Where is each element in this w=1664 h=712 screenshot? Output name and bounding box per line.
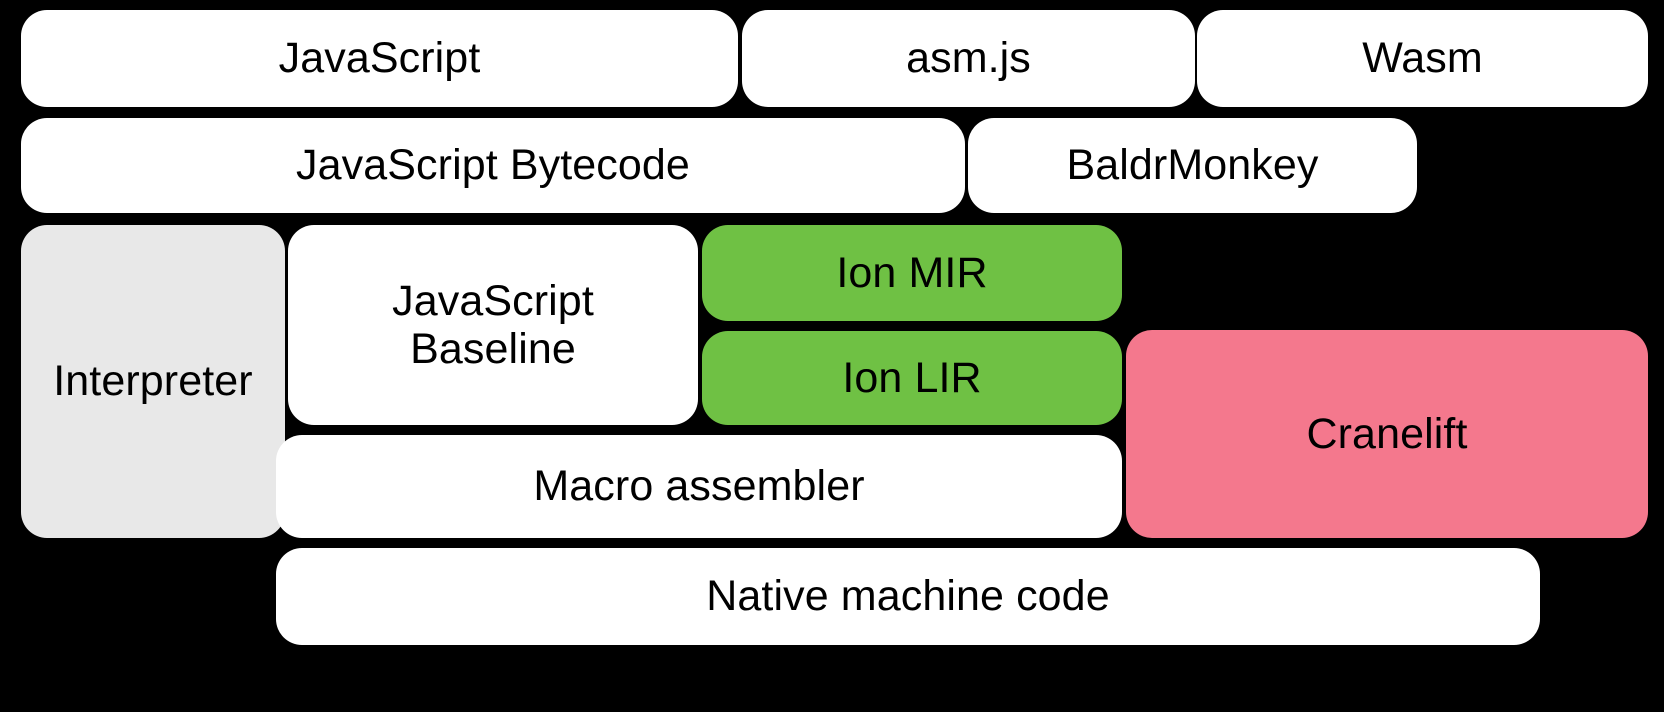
node-baldrmonkey: BaldrMonkey	[968, 118, 1417, 213]
node-cranelift: Cranelift	[1126, 330, 1648, 538]
node-macro-assembler: Macro assembler	[276, 435, 1122, 538]
node-ion-lir: Ion LIR	[702, 331, 1122, 425]
node-interpreter: Interpreter	[21, 225, 285, 538]
node-native-machine-code: Native machine code	[276, 548, 1540, 645]
node-javascript-bytecode: JavaScript Bytecode	[21, 118, 965, 213]
node-javascript: JavaScript	[21, 10, 738, 107]
node-javascript-baseline: JavaScript Baseline	[288, 225, 698, 425]
node-wasm: Wasm	[1197, 10, 1648, 107]
node-ion-mir: Ion MIR	[702, 225, 1122, 321]
node-asm-js: asm.js	[742, 10, 1195, 107]
